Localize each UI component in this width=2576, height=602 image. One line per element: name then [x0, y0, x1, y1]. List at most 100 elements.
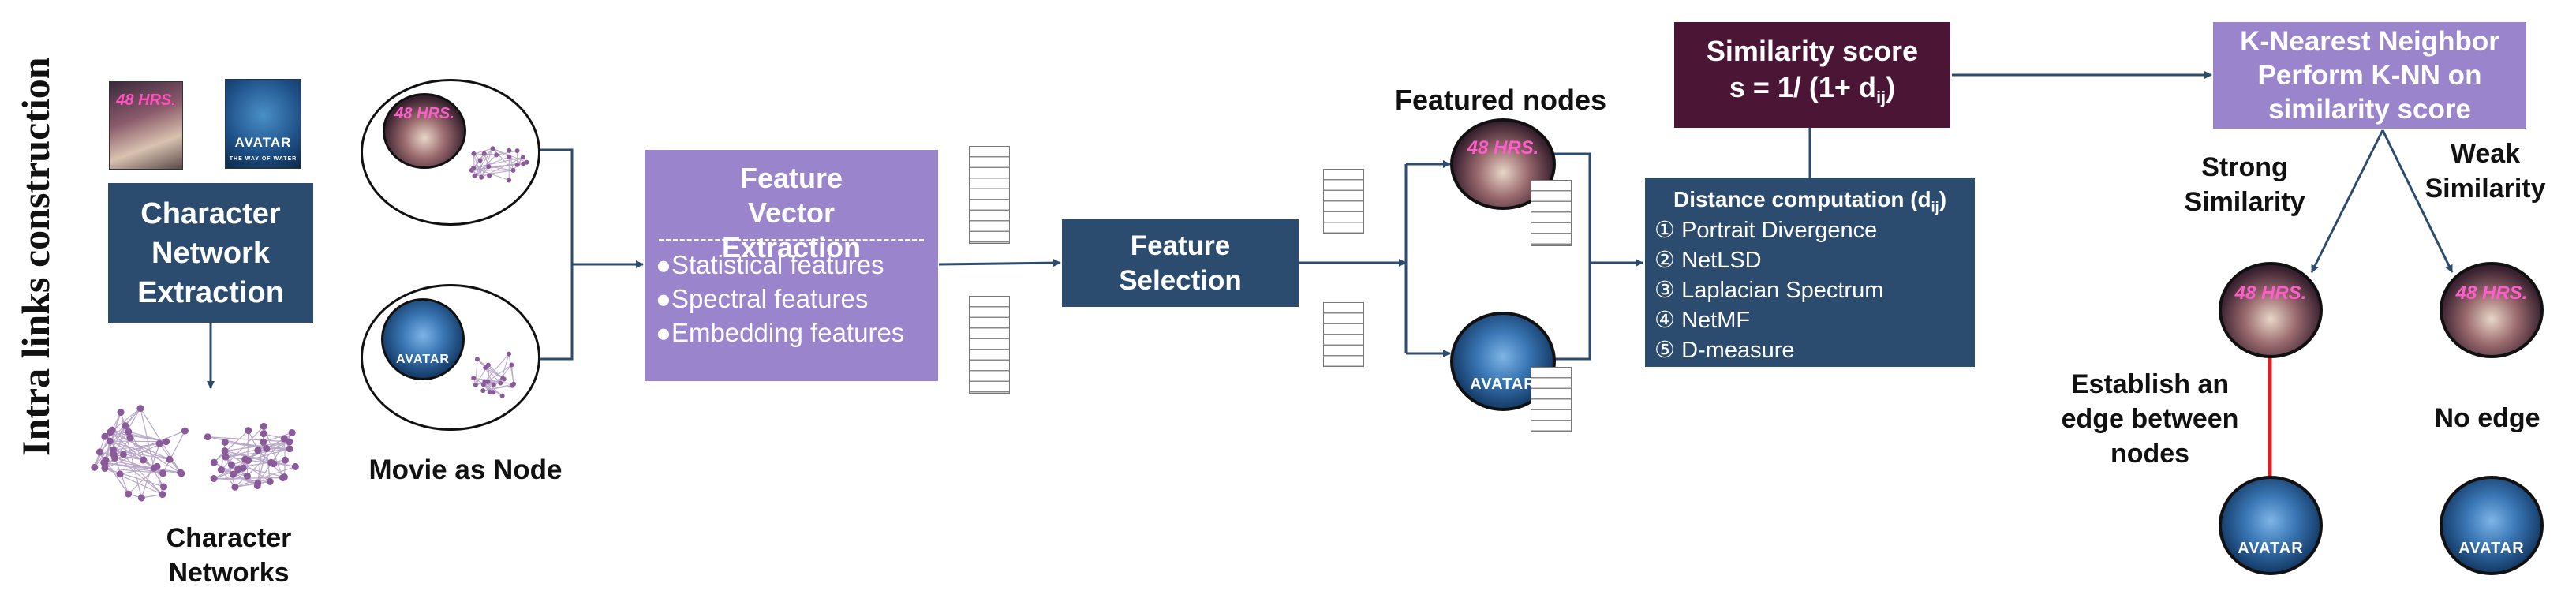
fve-item: ●Spectral features: [656, 284, 869, 313]
knn-box: K-Nearest Neighbor Perform K-NN on simil…: [2213, 22, 2526, 129]
network-node: [140, 456, 148, 464]
network-node: [137, 494, 145, 502]
movie-as-node-label: Movie as Node: [368, 454, 563, 485]
result-node-avatar-weak: AVATAR: [2440, 476, 2544, 575]
result-node-48hrs-strong: 48 HRS.: [2219, 262, 2323, 358]
feature-vector-extraction-box: Feature Vector Extraction ●Statistical f…: [645, 150, 938, 381]
network-node: [260, 430, 267, 438]
distance-method-item: ① Portrait Divergence: [1654, 218, 1878, 243]
network-node: [126, 434, 134, 442]
network-node: [485, 379, 491, 384]
network-node: [181, 427, 189, 435]
network-node: [506, 351, 511, 357]
movie-node-avatar-title: AVATAR: [396, 353, 450, 366]
network-node: [122, 422, 129, 430]
network-edge: [104, 462, 155, 469]
network-edge: [474, 170, 514, 177]
network-edge: [208, 436, 267, 450]
network-node: [178, 469, 185, 477]
poster-avatar: AVATAR THE WAY OF WATER: [225, 79, 301, 169]
network-node: [286, 445, 293, 453]
network-node: [110, 451, 118, 458]
featured-vector-stack: [1531, 367, 1572, 432]
poster-48hrs: 48 HRS.: [109, 81, 183, 170]
network-node: [280, 435, 288, 443]
distance-computation-box: Distance computation (dij) ① Portrait Di…: [1645, 178, 1975, 367]
network-node: [95, 448, 103, 456]
featured-node-48hrs-title: 48 HRS.: [1467, 137, 1539, 159]
network-edge: [221, 469, 258, 487]
network-edge: [473, 377, 503, 397]
network-node: [507, 148, 512, 153]
weak-similarity-label: Weak Similarity: [2425, 139, 2546, 204]
result-node-48hrs-title: 48 HRS.: [2234, 282, 2307, 304]
network-node: [266, 477, 274, 485]
similarity-score-formula: s = 1/ (1+ dij): [1729, 71, 1896, 108]
network-node: [490, 146, 495, 151]
connector-featured-merge: [1552, 152, 1591, 361]
network-edge: [213, 459, 249, 480]
arrow-strong: [2310, 129, 2384, 273]
arrow-to-feature-selection: [938, 259, 1061, 267]
network-node: [108, 426, 116, 434]
poster-avatar-title: AVATAR: [234, 135, 292, 150]
network-node: [483, 365, 488, 370]
network-node: [474, 357, 480, 362]
network-node: [125, 490, 133, 498]
mini-network-graphs: [469, 146, 529, 398]
feature-selection-box: Feature Selection: [1062, 219, 1299, 307]
distance-method-item: ⑤ D-measure: [1654, 338, 1795, 363]
network-node: [254, 479, 262, 487]
network-node: [222, 453, 230, 461]
network-node: [210, 458, 218, 466]
network-edge: [475, 359, 478, 385]
network-edge: [477, 358, 505, 380]
network-edge: [473, 153, 476, 176]
fve-divider: [659, 239, 924, 241]
network-edge: [473, 153, 482, 178]
network-node: [507, 178, 512, 183]
network-node: [155, 439, 163, 447]
fve-item: ●Statistical features: [656, 250, 884, 279]
network-node: [260, 422, 267, 430]
network-edge: [492, 148, 514, 171]
network-node: [221, 438, 229, 446]
network-node: [245, 427, 252, 435]
fve-title-text: Feature Vector Extraction: [721, 162, 862, 264]
network-edge: [225, 441, 290, 450]
network-node: [510, 167, 516, 173]
network-node: [471, 151, 477, 156]
network-node: [136, 405, 144, 413]
result-node-avatar-title: AVATAR: [2238, 540, 2304, 557]
network-edge: [162, 430, 185, 474]
network-node: [494, 152, 499, 158]
movie-node-avatar: AVATAR: [381, 298, 465, 380]
distance-method-item: ② NetLSD: [1654, 248, 1762, 273]
network-node: [159, 469, 166, 477]
network-edge: [496, 150, 518, 155]
network-edge: [234, 480, 271, 488]
network-node: [217, 466, 225, 474]
establish-edge-label: Establish an edge between nodes: [2061, 369, 2239, 469]
network-node: [160, 483, 168, 491]
network-node: [286, 438, 293, 446]
network-node: [479, 174, 484, 180]
network-node: [281, 456, 289, 464]
network-edge: [508, 150, 514, 171]
network-node: [119, 451, 127, 458]
distance-computation-title: Distance computation (dij): [1673, 187, 1947, 215]
result-node-avatar-title: AVATAR: [2458, 540, 2525, 557]
network-node: [469, 167, 474, 173]
network-node: [486, 164, 492, 170]
network-node: [472, 173, 477, 178]
network-node: [500, 376, 506, 381]
similarity-score-box: Similarity score s = 1/ (1+ dij): [1674, 22, 1950, 128]
network-node: [491, 383, 496, 388]
network-node: [254, 447, 262, 454]
network-edge: [111, 429, 182, 474]
poster-48hrs-title: 48 HRS.: [116, 92, 176, 109]
selected-vector-stack: [1323, 302, 1364, 367]
network-node: [150, 464, 158, 472]
network-edge: [110, 440, 170, 460]
